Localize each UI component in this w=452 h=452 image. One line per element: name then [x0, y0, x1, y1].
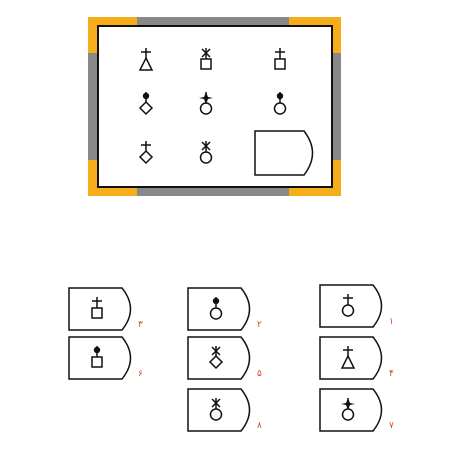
dot-over-diamond-icon [138, 92, 154, 116]
cross-over-diamond-icon [138, 141, 154, 165]
grid-cell [131, 139, 161, 167]
grid-cell [265, 90, 295, 118]
frame-corner [333, 17, 341, 53]
answer-option[interactable]: ۴ [319, 336, 394, 382]
answer-option[interactable]: ١ [319, 284, 394, 330]
answer-option[interactable]: ٨ [187, 388, 262, 434]
answer-symbol [201, 396, 231, 424]
spark-over-circle-icon [199, 92, 213, 115]
answer-option[interactable]: ٧ [319, 388, 394, 434]
grid-cell [191, 46, 221, 74]
cross-over-triangle-icon [138, 48, 154, 71]
frame-corner [289, 188, 341, 196]
grid-cell [191, 90, 221, 118]
cross-over-circle-icon [341, 294, 355, 317]
cross-over-square-icon [274, 48, 286, 70]
answer-option[interactable]: ۵ [187, 336, 262, 382]
answer-symbol [333, 396, 363, 424]
cross-over-triangle-icon [340, 346, 356, 369]
answer-symbol [82, 344, 112, 372]
answer-symbol [201, 344, 231, 372]
grid-cell [131, 90, 161, 118]
answer-number: ٢ [257, 320, 262, 330]
answer-number: ١ [389, 317, 394, 327]
cross-over-square-icon [91, 297, 103, 319]
answer-number: ٣ [138, 320, 143, 330]
spark-over-circle-icon [341, 398, 355, 421]
star-over-square-icon [200, 48, 212, 70]
frame-corner [289, 17, 341, 25]
frame-corner [333, 160, 341, 196]
answer-symbol [333, 292, 363, 320]
answer-number: ۵ [257, 369, 262, 379]
grid-cell [131, 46, 161, 74]
star-over-circle-icon [199, 141, 213, 164]
dot-over-square-icon [91, 346, 103, 368]
answer-option[interactable]: ٢ [187, 287, 262, 333]
answer-symbol [333, 344, 363, 372]
frame-corner [88, 17, 137, 25]
star-over-circle-icon [209, 398, 223, 421]
answer-symbol [201, 295, 231, 323]
frame-corner [88, 160, 97, 196]
frame-corner [88, 17, 97, 53]
answer-number: ۶ [138, 369, 143, 379]
star-over-diamond-icon [208, 346, 224, 370]
answer-slot[interactable] [254, 130, 324, 178]
answer-symbol [82, 295, 112, 323]
answer-number: ۴ [389, 369, 394, 379]
dot-over-circle-icon [273, 92, 287, 115]
grid-cell [191, 139, 221, 167]
answer-option[interactable]: ٣ [68, 287, 143, 333]
dot-over-circle-icon [209, 297, 223, 320]
answer-number: ٨ [257, 421, 262, 431]
frame-corner [88, 188, 137, 196]
grid-cell [265, 46, 295, 74]
answer-option[interactable]: ۶ [68, 336, 143, 382]
answer-number: ٧ [389, 421, 394, 431]
